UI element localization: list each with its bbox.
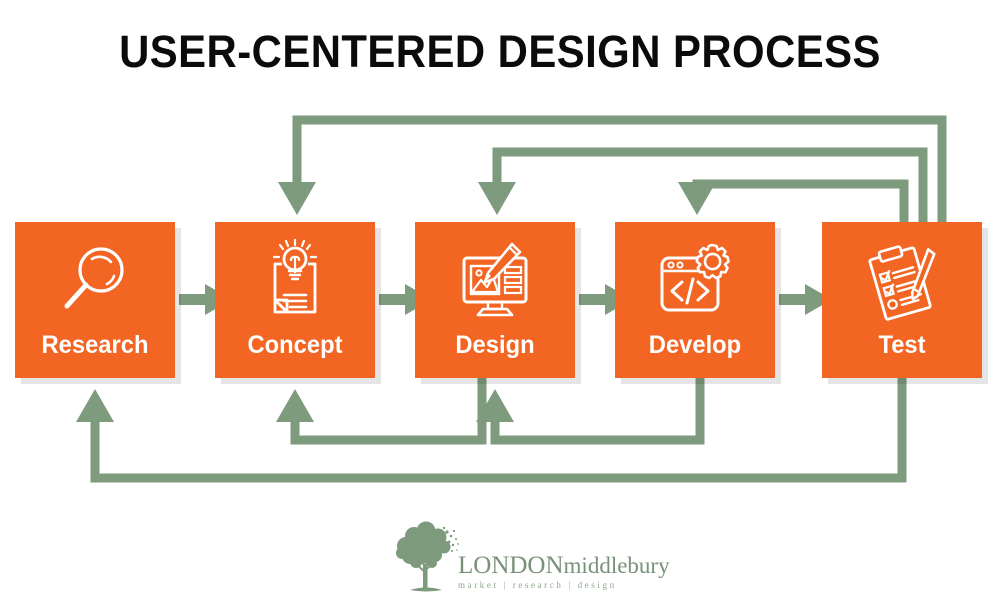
page-title: USER-CENTERED DESIGN PROCESS bbox=[119, 26, 881, 77]
step-box-design[interactable]: Design bbox=[415, 222, 575, 378]
step-label-design: Design bbox=[455, 331, 535, 359]
feedback-arrow-test-design bbox=[478, 147, 928, 232]
company-logo: LONDONmiddlebury market | research | des… bbox=[390, 516, 670, 598]
step-label-develop: Develop bbox=[648, 331, 742, 359]
step-box-research[interactable]: Research bbox=[15, 222, 175, 378]
step-label-concept: Concept bbox=[247, 331, 343, 359]
code-window-gear-icon bbox=[615, 236, 775, 326]
lightbulb-document-icon bbox=[215, 236, 375, 326]
feedback-arrow-test-research bbox=[76, 370, 907, 483]
feedback-arrow-design-concept bbox=[276, 370, 487, 445]
step-label-test: Test bbox=[878, 331, 926, 359]
tree-icon bbox=[396, 521, 459, 592]
magnifying-glass-icon bbox=[15, 236, 175, 326]
feedback-arrow-test-develop bbox=[678, 179, 909, 232]
clipboard-checklist-pen-icon bbox=[822, 236, 982, 326]
logo-brand: LONDONmiddlebury bbox=[458, 553, 670, 579]
forward-arrow-develop-test bbox=[779, 284, 832, 315]
monitor-pencil-icon bbox=[415, 236, 575, 326]
step-box-develop[interactable]: Develop bbox=[615, 222, 775, 378]
feedback-arrow-develop-design bbox=[476, 370, 705, 445]
logo-brand-primary: LONDON bbox=[458, 552, 564, 579]
step-box-concept[interactable]: Concept bbox=[215, 222, 375, 378]
logo-tagline: market | research | design bbox=[458, 580, 617, 590]
step-label-research: Research bbox=[41, 331, 149, 359]
logo-brand-secondary: middlebury bbox=[563, 553, 670, 578]
feedback-arrow-test-concept bbox=[278, 115, 947, 232]
step-box-test[interactable]: Test bbox=[822, 222, 982, 378]
